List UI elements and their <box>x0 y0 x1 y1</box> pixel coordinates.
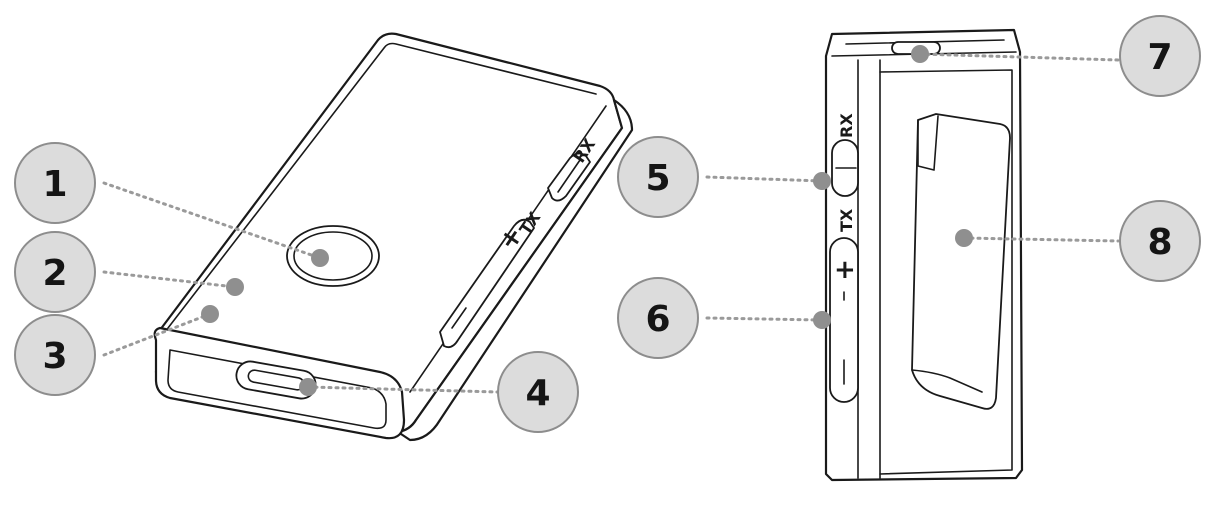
callout-2: 2 <box>14 231 96 313</box>
multifunction-button <box>286 225 380 287</box>
callout-5: 5 <box>617 136 699 218</box>
callout-1: 1 <box>14 142 96 224</box>
side-tx-label: TX <box>837 208 856 232</box>
tx-rx-switch-side: RX TX <box>831 113 859 232</box>
callout-dot-1 <box>311 249 329 267</box>
callout-dot-7 <box>911 45 929 63</box>
callout-dot-3 <box>201 305 219 323</box>
callout-dots <box>201 45 973 396</box>
belt-clip <box>911 113 1011 410</box>
device-side-view: RX TX + <box>824 28 1024 482</box>
callout-dot-5 <box>813 172 831 190</box>
callout-number-5: 5 <box>645 158 670 199</box>
callout-dot-8 <box>955 229 973 247</box>
side-rx-label: RX <box>837 113 856 138</box>
callout-number-4: 4 <box>525 373 550 414</box>
callout-8: 8 <box>1119 200 1201 282</box>
callout-6: 6 <box>617 277 699 359</box>
callout-3: 3 <box>14 314 96 396</box>
callout-number-6: 6 <box>645 299 670 340</box>
device-front-view: + TX RX <box>153 32 634 442</box>
callout-number-2: 2 <box>42 253 67 294</box>
leader-lines <box>102 52 1120 394</box>
callout-number-7: 7 <box>1147 37 1172 78</box>
volume-rocker-side: + <box>829 237 859 403</box>
volume-rocker-front: + <box>439 218 535 349</box>
callout-4: 4 <box>497 351 579 433</box>
callout-number-8: 8 <box>1147 222 1172 263</box>
callout-dot-2 <box>226 278 244 296</box>
callout-number-1: 1 <box>42 164 67 205</box>
callout-dot-4 <box>299 378 317 396</box>
callout-dot-6 <box>813 311 831 329</box>
callouts: 1 2 3 4 5 6 7 8 <box>14 15 1201 433</box>
side-plus-label: + <box>834 255 856 285</box>
callout-7: 7 <box>1119 15 1201 97</box>
callout-number-3: 3 <box>42 336 67 377</box>
